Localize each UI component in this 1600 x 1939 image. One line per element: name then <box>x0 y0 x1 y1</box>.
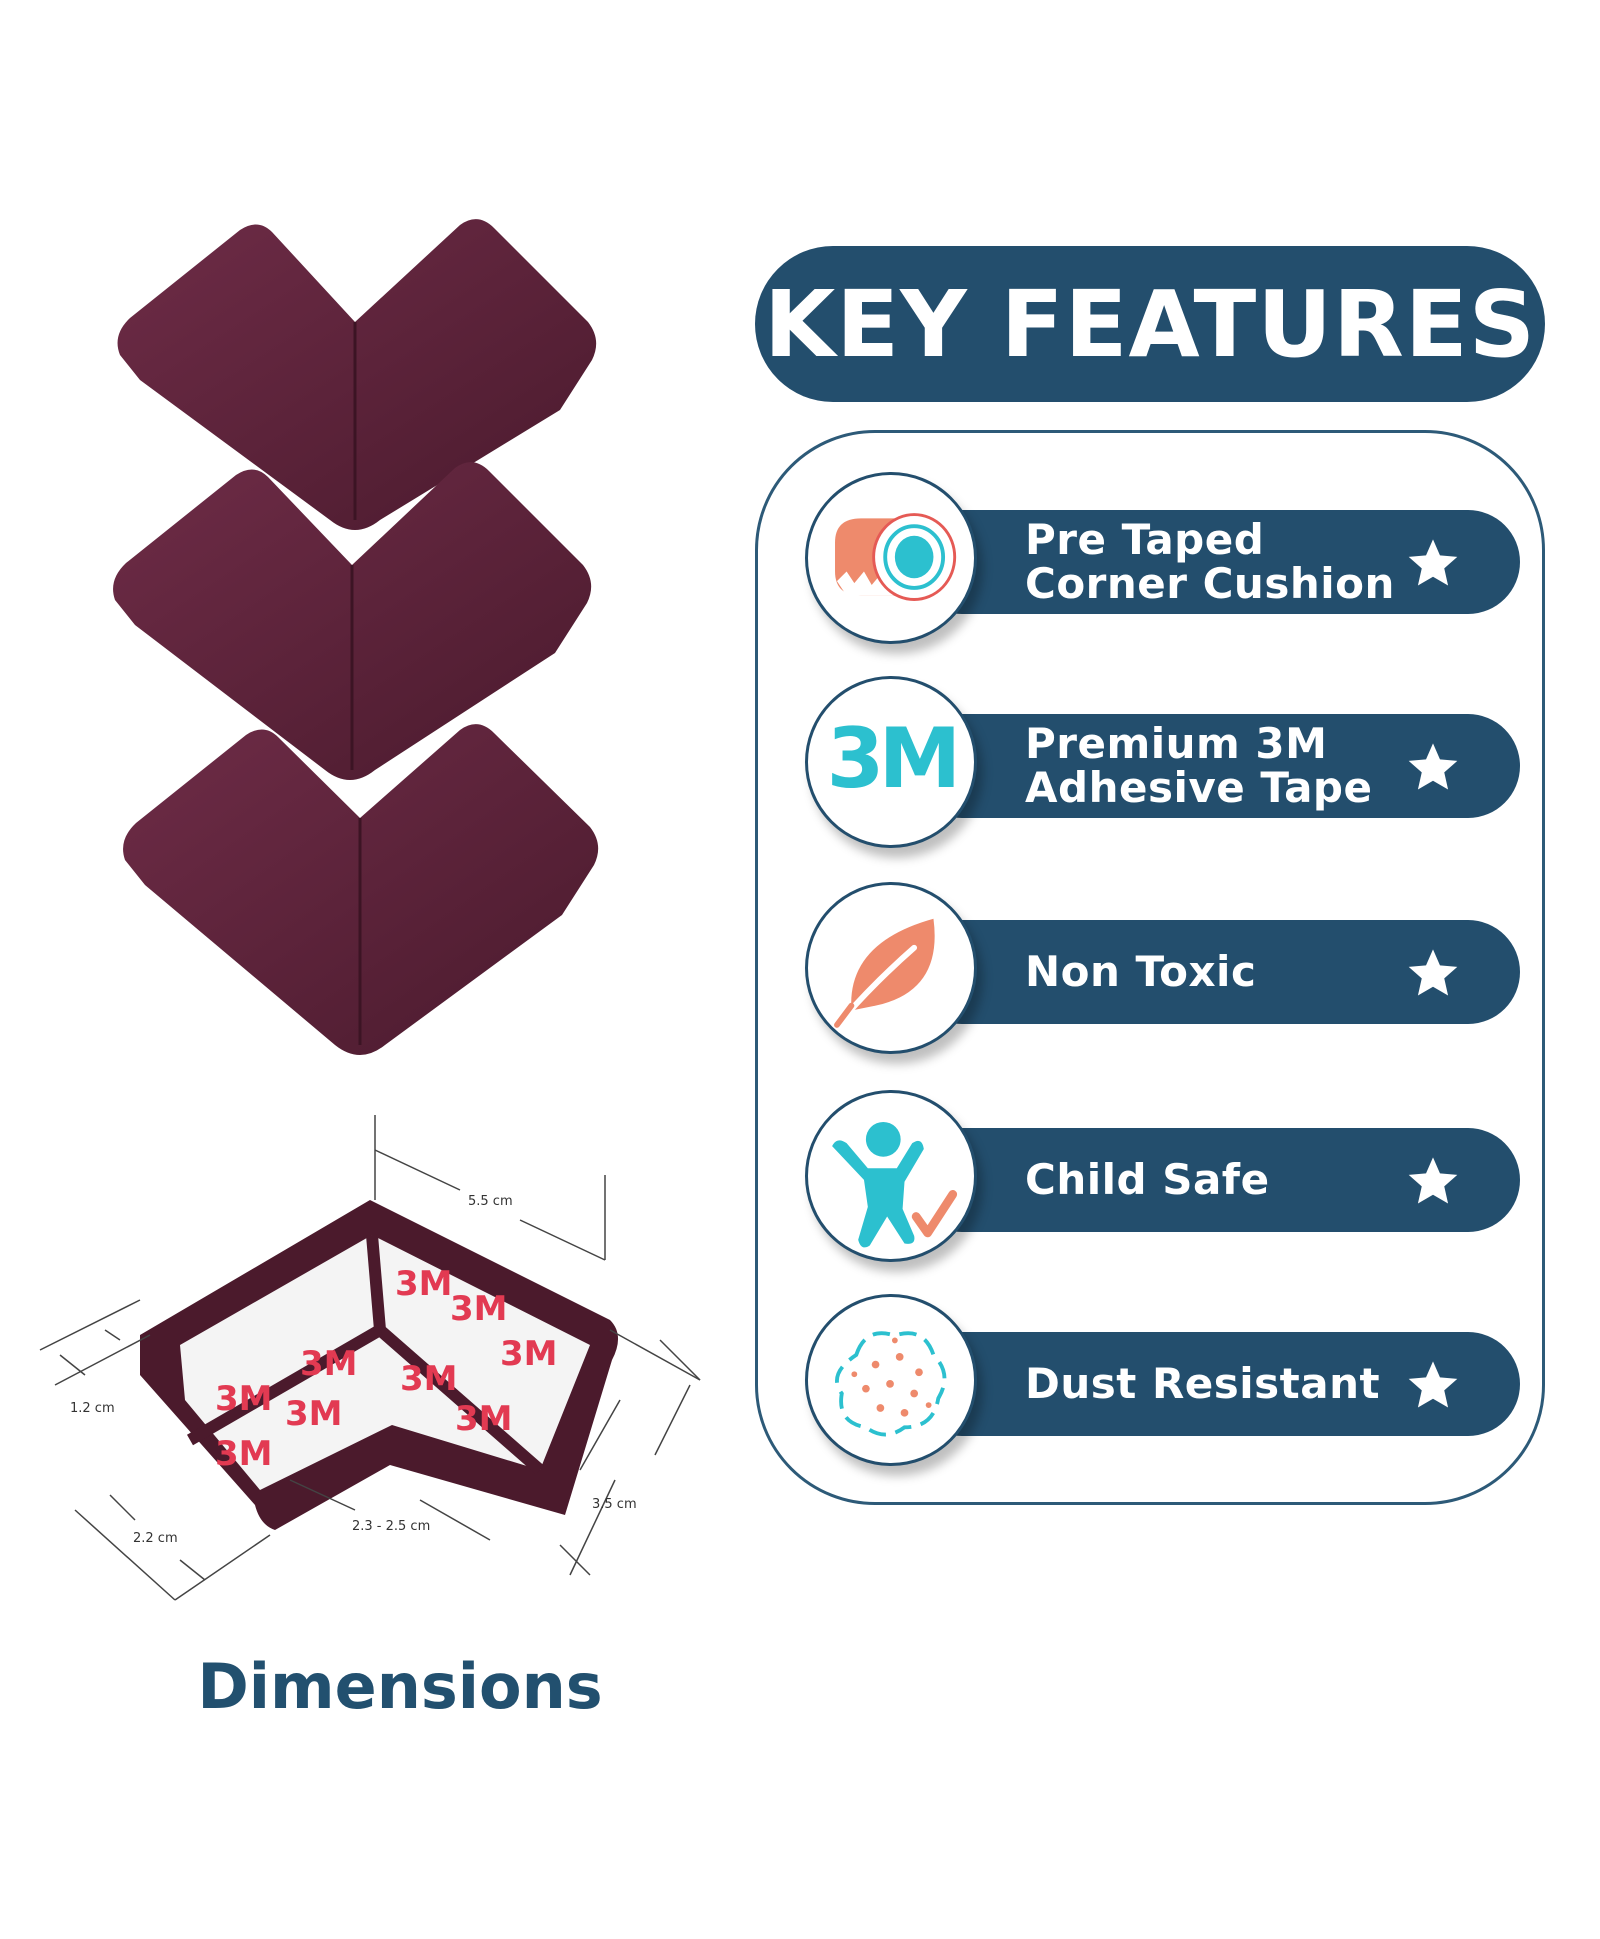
feature-pre-taped: Pre Taped Corner Cushion <box>805 472 1520 652</box>
star-icon <box>1408 1157 1458 1204</box>
3m-logo-text: 3M <box>827 710 956 807</box>
feature-label: Dust Resistant <box>1025 1332 1405 1436</box>
feature-line1: Premium 3M <box>1025 719 1328 768</box>
feature-label: Child Safe <box>1025 1128 1405 1232</box>
star-icon <box>1408 1361 1458 1408</box>
child-check-icon <box>805 1090 977 1262</box>
tape-print: 3M <box>215 1434 273 1474</box>
tape-print: 3M <box>285 1394 343 1434</box>
tape-print: 3M <box>450 1289 508 1329</box>
dimension-label-inner: 2.3 - 2.5 cm <box>352 1519 430 1534</box>
key-features-title: KEY FEATURES <box>764 270 1536 378</box>
feature-premium-3m: Premium 3M Adhesive Tape 3M <box>805 676 1520 856</box>
feature-label: Non Toxic <box>1025 920 1405 1024</box>
feature-line1: Non Toxic <box>1025 947 1257 996</box>
dimension-label-right: 3.5 cm <box>592 1497 637 1512</box>
tape-print: 3M <box>215 1379 273 1419</box>
star-icon <box>1408 539 1458 586</box>
feature-non-toxic: Non Toxic <box>805 882 1520 1062</box>
feature-line1: Dust Resistant <box>1025 1359 1381 1408</box>
leaf-icon <box>805 882 977 1054</box>
feature-line2: Adhesive Tape <box>1025 763 1373 812</box>
feature-line1: Child Safe <box>1025 1155 1270 1204</box>
corner-cushion-bottom <box>123 724 599 1055</box>
dimension-label-thickness: 1.2 cm <box>70 1401 115 1416</box>
star-icon <box>1408 743 1458 790</box>
dimension-label-depth: 2.2 cm <box>133 1531 178 1546</box>
tape-print: 3M <box>455 1399 513 1439</box>
feature-line2: Corner Cushion <box>1025 559 1395 608</box>
feature-label: Pre Taped Corner Cushion <box>1025 510 1405 614</box>
dimension-drawing: 3M 3M 3M 3M 3M 3M 3M 3M 3M <box>39 1115 701 1601</box>
feature-line1: Pre Taped <box>1025 515 1265 564</box>
feature-dust-resistant: Dust Resistant <box>805 1294 1520 1474</box>
tape-print: 3M <box>400 1359 458 1399</box>
product-illustration: 3M 3M 3M 3M 3M 3M 3M 3M 3M <box>39 219 701 1601</box>
feature-child-safe: Child Safe <box>805 1090 1520 1270</box>
tape-print: 3M <box>395 1264 453 1304</box>
tape-print: 3M <box>500 1334 558 1374</box>
tape-roll-icon <box>805 472 977 644</box>
dust-icon <box>805 1294 977 1466</box>
corner-cushion-middle <box>113 462 592 780</box>
feature-label: Premium 3M Adhesive Tape <box>1025 714 1405 818</box>
corner-cushion-top <box>117 219 597 530</box>
key-features-header: KEY FEATURES <box>755 246 1545 402</box>
star-icon <box>1408 949 1458 996</box>
3m-logo-icon: 3M <box>805 676 977 848</box>
dimension-label-top: 5.5 cm <box>468 1194 513 1209</box>
tape-print: 3M <box>300 1344 358 1384</box>
features-panel <box>755 430 1545 1505</box>
dimensions-caption: Dimensions <box>197 1650 603 1723</box>
